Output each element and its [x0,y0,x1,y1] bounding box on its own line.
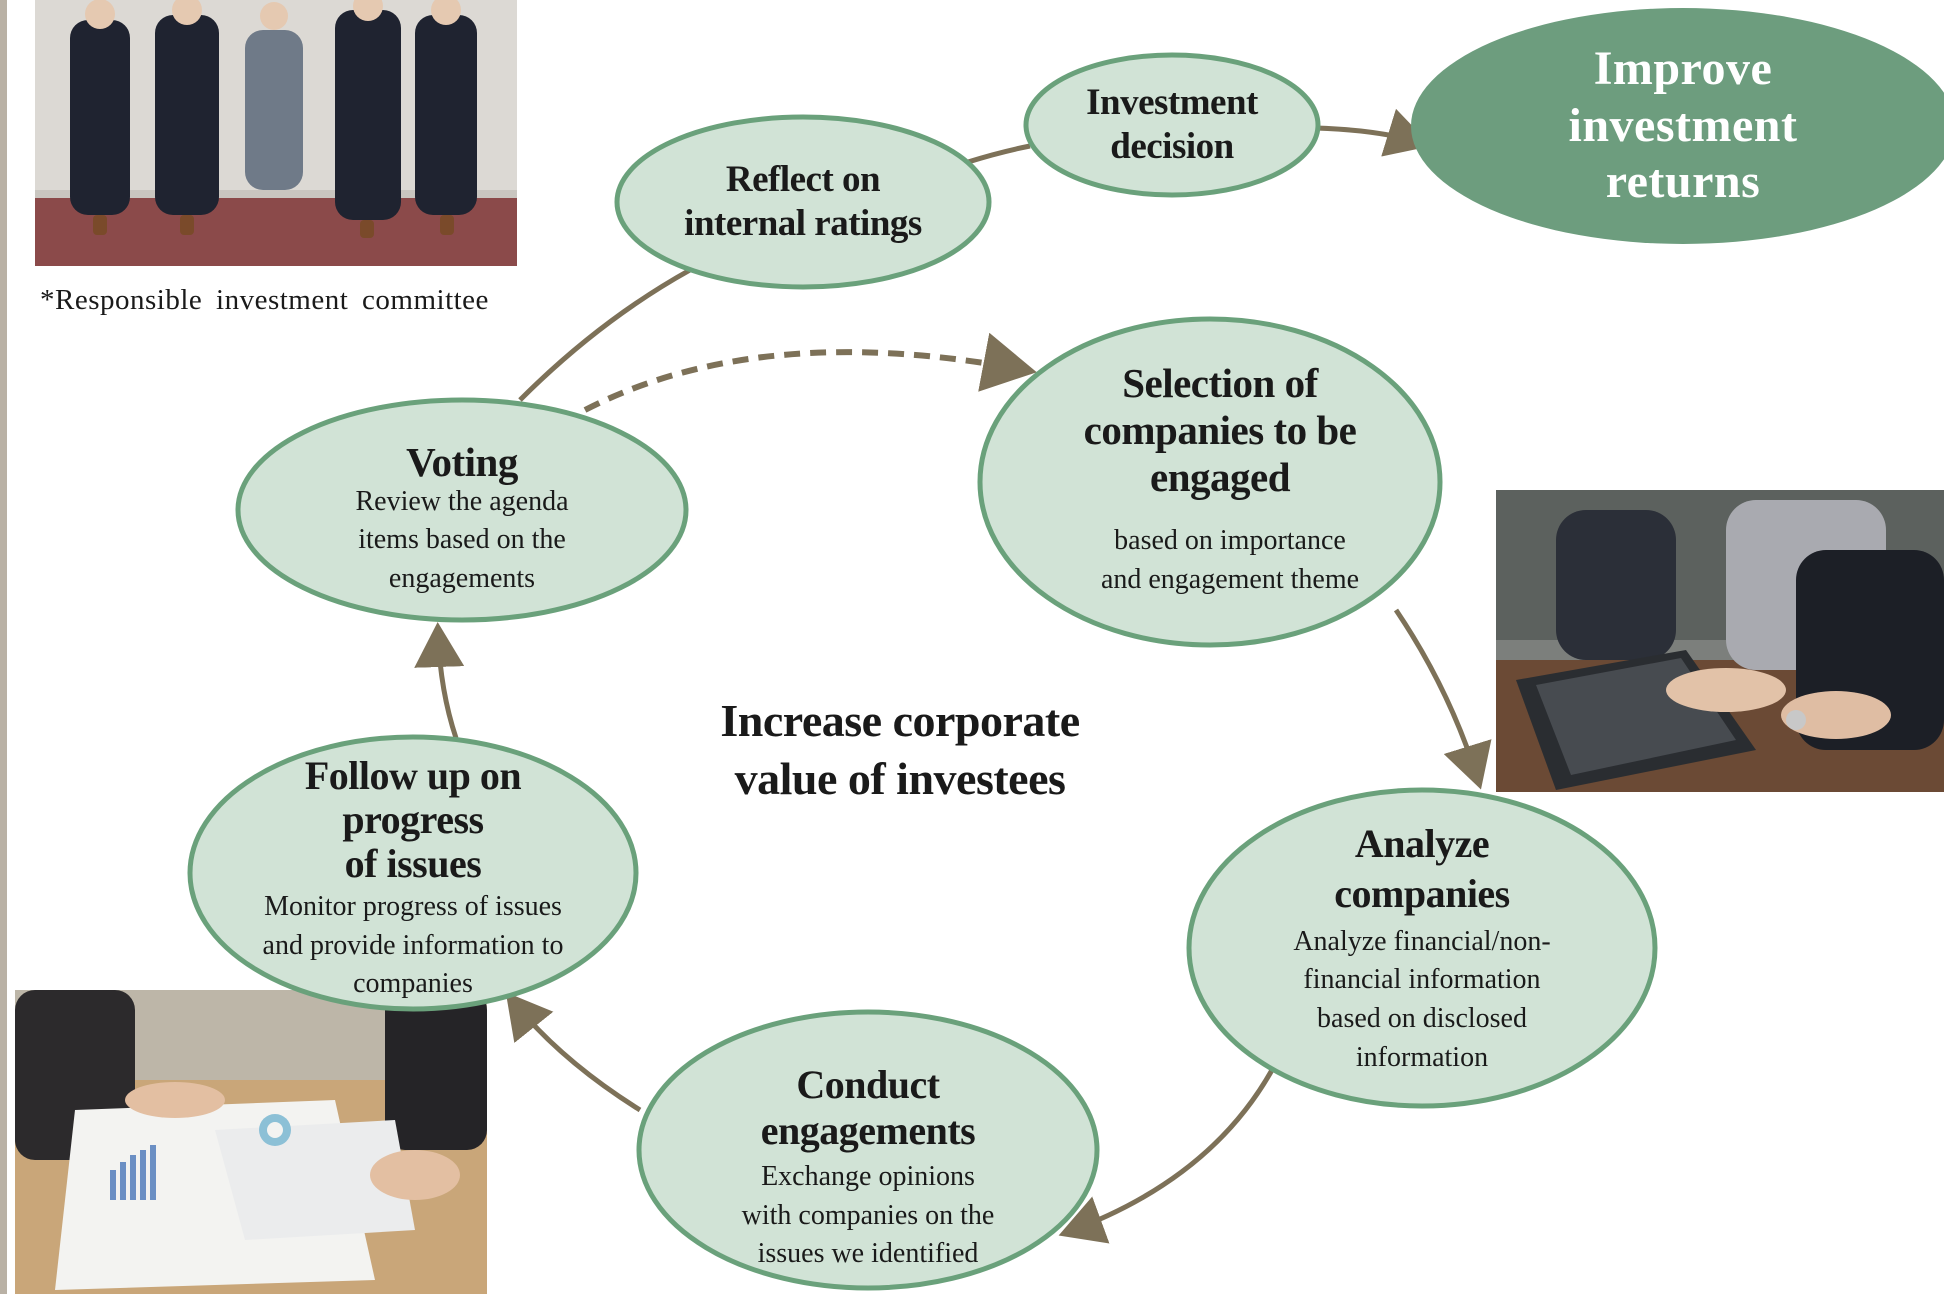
improve-returns-title: Improve investment returns [1568,42,1798,209]
laptop-photo [1496,490,1944,792]
improve-returns-ellipse [1411,8,1944,244]
reflect-title: Reflect on internal ratings [684,158,922,244]
reflect-node: Reflect on internal ratings [617,117,989,287]
analyze-ellipse [1186,787,1658,1109]
committee-caption: *Responsible investment committee [40,284,489,316]
follow-up-desc: Monitor progress of issues and provide i… [262,891,564,1000]
left-border-rule [0,0,7,1294]
voting-ellipse [235,397,689,623]
follow-up-title: Follow up on progress of issues [304,753,522,887]
reflect-ellipse [614,114,992,290]
analyze-desc: Analyze financial/non- financial informa… [1293,925,1551,1073]
documents-photo [15,990,487,1294]
center-goal-text: Increase corporate value of investees [720,695,1080,804]
voting-node: Voting Review the agenda items based on … [238,430,686,610]
arrow-decision-to-improve [1315,108,1432,157]
investment-decision-ellipse [1023,52,1321,198]
committee-photo [35,0,517,266]
improve-returns-node: Improve investment returns [1411,8,1944,244]
selection-ellipse [977,316,1443,648]
analyze-node: Analyze companies Analyze financial/non-… [1189,800,1655,1096]
selection-node: Selection of companies to be engaged bas… [990,330,1450,630]
voting-title: Voting [406,438,518,485]
arrow-selection-to-analyze [1393,608,1492,790]
arrow-voting-to-reflect [518,267,692,402]
arrow-voting-to-selection-dashed [583,332,1037,413]
conduct-desc: Exchange opinions with companies on the … [741,1161,995,1270]
selection-title: Selection of companies to be engaged [1083,360,1357,500]
selection-desc: based on importance and engagement theme [1100,525,1360,596]
voting-desc: Review the agenda items based on the eng… [355,485,569,594]
investment-decision-node: Investment decision [1026,55,1318,195]
arrow-reflect-to-decision [967,143,1031,165]
arrow-analyze-to-conduct [1058,1068,1275,1244]
follow-up-node: Follow up on progress of issues Monitor … [190,748,636,1010]
conduct-ellipse [636,1009,1100,1291]
investment-decision-title: Investment decision [1086,81,1258,167]
conduct-title: Conduct engagements [760,1062,976,1154]
follow-up-ellipse [187,734,639,1012]
conduct-node: Conduct engagements Exchange opinions wi… [639,1048,1097,1288]
analyze-title: Analyze companies [1334,820,1510,916]
arrow-conduct-to-followup [505,992,642,1113]
arrow-followup-to-voting [414,622,465,739]
